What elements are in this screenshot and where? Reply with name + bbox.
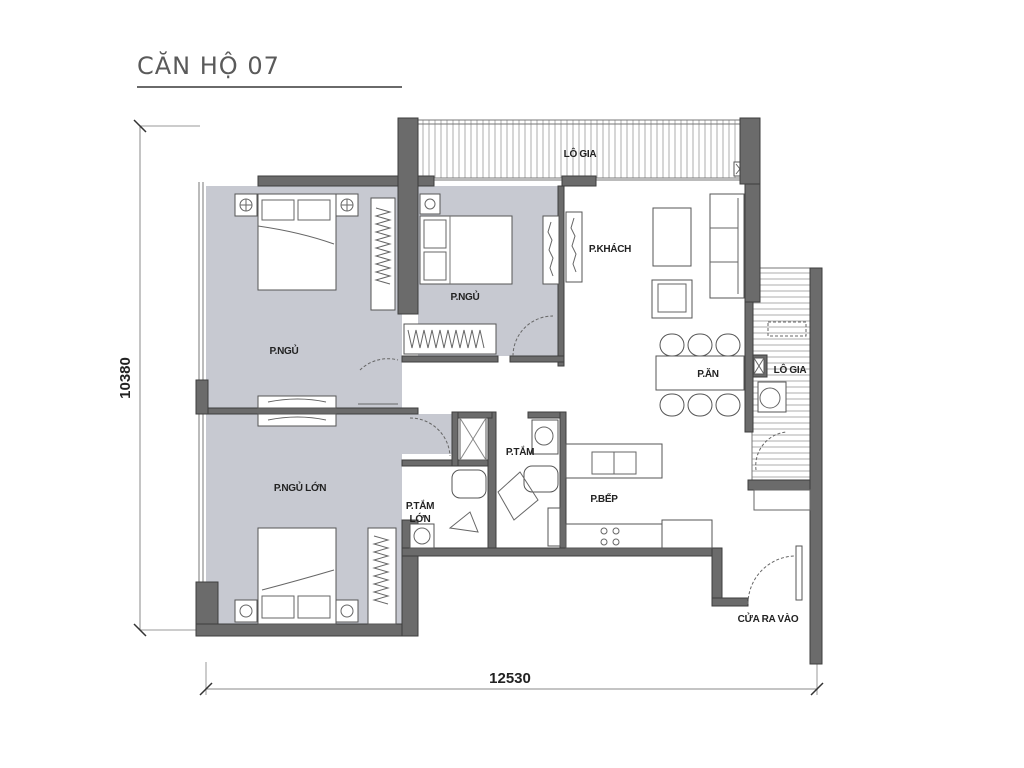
- label-master-bedroom: P.NGỦ LỚN: [274, 481, 326, 494]
- sink-icon: [534, 426, 554, 446]
- bedroom-middle: P.NGỦ: [403, 193, 560, 357]
- label-dining-room: P.ĂN: [697, 367, 718, 380]
- label-master-bath-2: LỚN: [410, 512, 431, 525]
- title-underline: [137, 86, 402, 88]
- label-balcony-top: LÔ GIA: [564, 147, 597, 160]
- double-bed-icon: [257, 193, 337, 291]
- bed-icon: [419, 215, 513, 285]
- entrance: CỬA RA VÀO: [738, 431, 811, 625]
- dresser-icon: [257, 395, 337, 409]
- height-dimension: 10380: [117, 119, 200, 637]
- living-room: P.KHÁCH: [565, 193, 745, 319]
- toilet-icon: [523, 465, 559, 493]
- double-bed-icon: [257, 527, 337, 625]
- corridor-floor: [402, 414, 454, 454]
- balcony-top: LÔ GIA: [417, 119, 747, 181]
- master-bedroom: P.NGỦ LỚN: [234, 413, 451, 625]
- width-dimension: 12530: [199, 662, 824, 696]
- coffee-table-icon: [652, 207, 692, 267]
- label-entrance: CỬA RA VÀO: [738, 612, 799, 625]
- page-title: CĂN HỘ 07: [137, 52, 280, 80]
- width-label: 12530: [489, 670, 531, 687]
- bathroom: P.TẮM: [497, 419, 561, 547]
- height-label: 10380: [117, 357, 134, 399]
- master-bathroom: P.TẮM LỚN: [406, 417, 487, 549]
- fridge-icon: [661, 519, 713, 549]
- toilet-icon: [451, 469, 487, 499]
- dining-room: P.ĂN: [655, 333, 745, 417]
- label-master-bath-1: P.TẮM: [406, 499, 434, 512]
- label-balcony-right: LÔ GIA: [774, 363, 807, 376]
- counter-icon: [565, 523, 675, 549]
- sink-icon: [413, 527, 431, 545]
- label-living-room: P.KHÁCH: [589, 242, 631, 255]
- dining-table-icon: [655, 355, 745, 391]
- tv-cabinet-icon: [565, 211, 583, 283]
- walls: [195, 117, 823, 665]
- sofa-icon: [709, 193, 745, 299]
- label-bedroom-left: P.NGỦ: [270, 344, 299, 357]
- bedroom-left: P.NGỦ: [234, 193, 399, 409]
- wardrobe-icon: [370, 197, 396, 311]
- kitchen: P.BẾP: [565, 443, 713, 549]
- label-bathroom: P.TẮM: [506, 445, 534, 458]
- label-kitchen: P.BẾP: [590, 492, 618, 505]
- label-bedroom-middle: P.NGỦ: [451, 290, 480, 303]
